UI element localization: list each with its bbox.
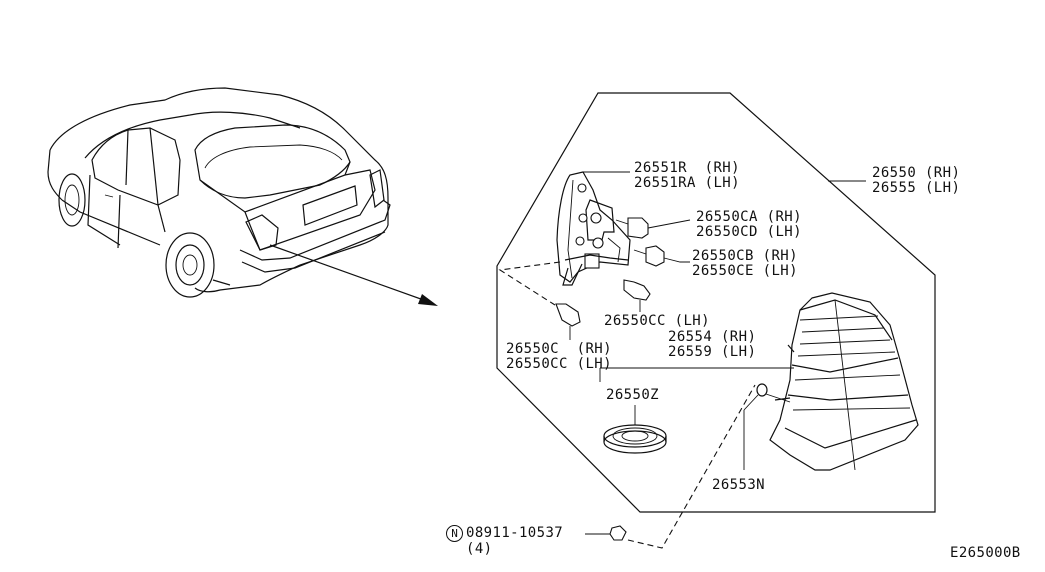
gasket [743, 383, 791, 470]
callout-gasket: 26553N [712, 477, 765, 493]
callout-nut-part: 08911-10537 [466, 525, 564, 541]
nut [585, 384, 756, 549]
callout-bulb-c-rh: 26550C (RH) [506, 341, 612, 357]
nut-symbol-circle: N [446, 525, 463, 542]
callout-lens-rh: 26554 (RH) [668, 329, 757, 345]
figure-code: E265000B [950, 545, 1021, 561]
car-illustration [47, 87, 391, 298]
grommet [603, 405, 667, 454]
bulb-cc-upper [623, 279, 651, 312]
bulb-cb [633, 245, 690, 267]
lamp-lens [769, 292, 919, 471]
callout-assembly-rh: 26550 (RH) [872, 165, 961, 181]
callout-lens-lh: 26559 (LH) [668, 344, 757, 360]
exploded-view-frame [496, 92, 936, 513]
callout-bulb-ca-rh: 26550CA (RH) [696, 209, 802, 225]
location-arrow [269, 244, 438, 306]
callout-housing-rh: 26551R (RH) [634, 160, 740, 176]
callout-bulb-cb-rh: 26550CB (RH) [692, 248, 798, 264]
lamp-housing [556, 171, 631, 286]
callout-grommet: 26550Z [606, 387, 659, 403]
callout-bulb-cc-upper: 26550CC (LH) [604, 313, 710, 329]
callout-bulb-cc-lh: 26550CC (LH) [506, 356, 612, 372]
callout-housing-lh: 26551RA (LH) [634, 175, 740, 191]
callout-nut-qty: (4) [466, 541, 493, 557]
callout-bulb-cd-lh: 26550CD (LH) [696, 224, 802, 240]
callout-bulb-ce-lh: 26550CE (LH) [692, 263, 798, 279]
bulb-c-lower [555, 303, 581, 340]
callout-assembly-lh: 26555 (LH) [872, 180, 961, 196]
bulb-ca [615, 217, 691, 239]
